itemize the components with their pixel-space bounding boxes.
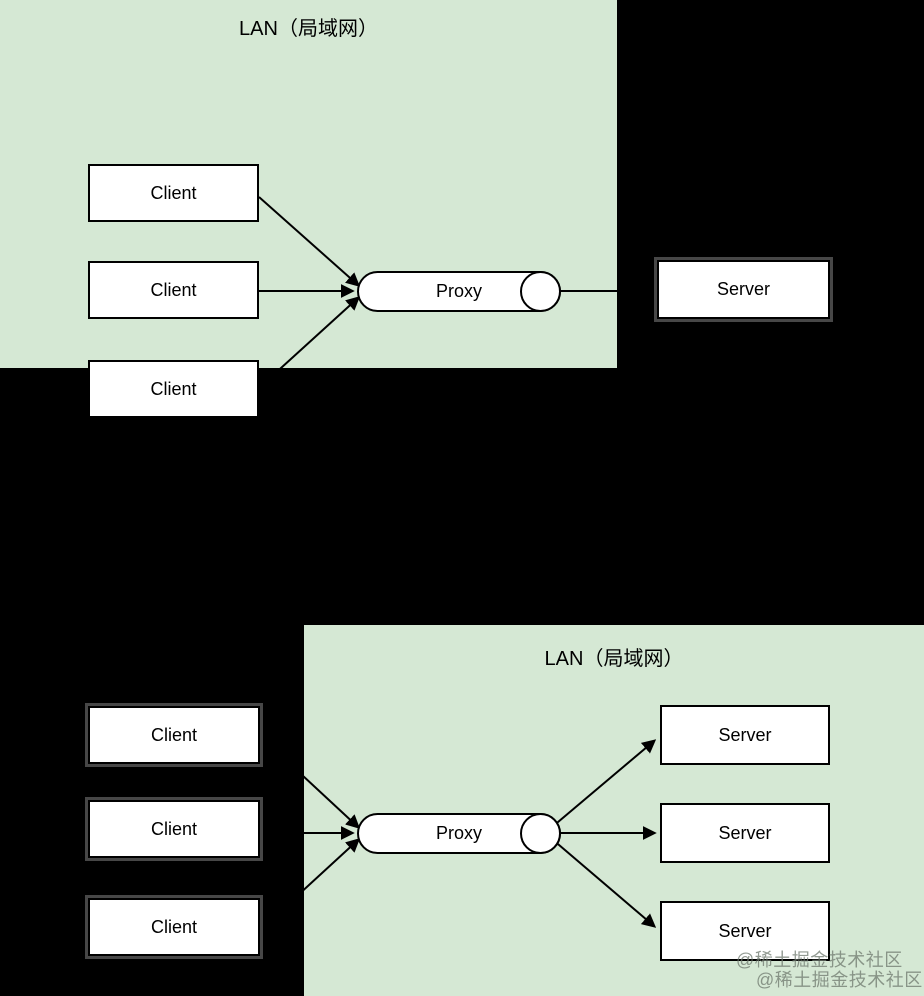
client-label: Client bbox=[150, 182, 197, 203]
client-label: Client bbox=[150, 279, 197, 300]
proxy-cylinder-cap bbox=[520, 271, 561, 312]
client-node-top-3: Client bbox=[88, 360, 259, 418]
client-node-top-2: Client bbox=[88, 261, 259, 319]
client-label: Client bbox=[150, 724, 198, 745]
arrow-bottom-client1-to-proxy bbox=[259, 735, 361, 829]
watermark-line-2: @稀土掘金技术社区 bbox=[756, 970, 923, 990]
client-node-bottom-2: Client bbox=[88, 800, 260, 858]
arrow-top-client1-to-proxy bbox=[258, 196, 361, 287]
server-label: Server bbox=[716, 279, 770, 299]
server-node-bottom-1: Server bbox=[660, 705, 830, 765]
lan-title-top: LAN（局域网） bbox=[239, 18, 378, 40]
proxy-node-top: Proxy bbox=[357, 271, 561, 312]
arrow-bottom-proxy-to-server3 bbox=[544, 832, 657, 928]
server-node-bottom-3: Server bbox=[660, 901, 830, 961]
proxy-cylinder-cap bbox=[520, 813, 561, 854]
client-node-top-1: Client bbox=[88, 164, 259, 222]
client-label: Client bbox=[150, 818, 198, 839]
server-label: Server bbox=[718, 920, 772, 941]
server-label: Server bbox=[718, 724, 772, 745]
arrow-bottom-client3-to-proxy bbox=[259, 838, 361, 931]
client-label: Client bbox=[150, 916, 198, 937]
server-node-bottom-2: Server bbox=[660, 803, 830, 863]
proxy-node-bottom: Proxy bbox=[357, 813, 561, 854]
proxy-label: Proxy bbox=[435, 281, 482, 301]
client-node-bottom-1: Client bbox=[88, 706, 260, 764]
arrow-top-client3-to-proxy bbox=[258, 296, 361, 389]
watermark-line-1: @稀土掘金技术社区 bbox=[736, 950, 903, 970]
client-node-bottom-3: Client bbox=[88, 898, 260, 956]
server-label: Server bbox=[718, 822, 772, 843]
arrow-bottom-proxy-to-server1 bbox=[544, 739, 657, 834]
lan-title-bottom: LAN（局域网） bbox=[544, 648, 684, 670]
client-label: Client bbox=[150, 378, 197, 399]
server-node-top: Server bbox=[657, 260, 830, 319]
proxy-label: Proxy bbox=[435, 823, 482, 843]
